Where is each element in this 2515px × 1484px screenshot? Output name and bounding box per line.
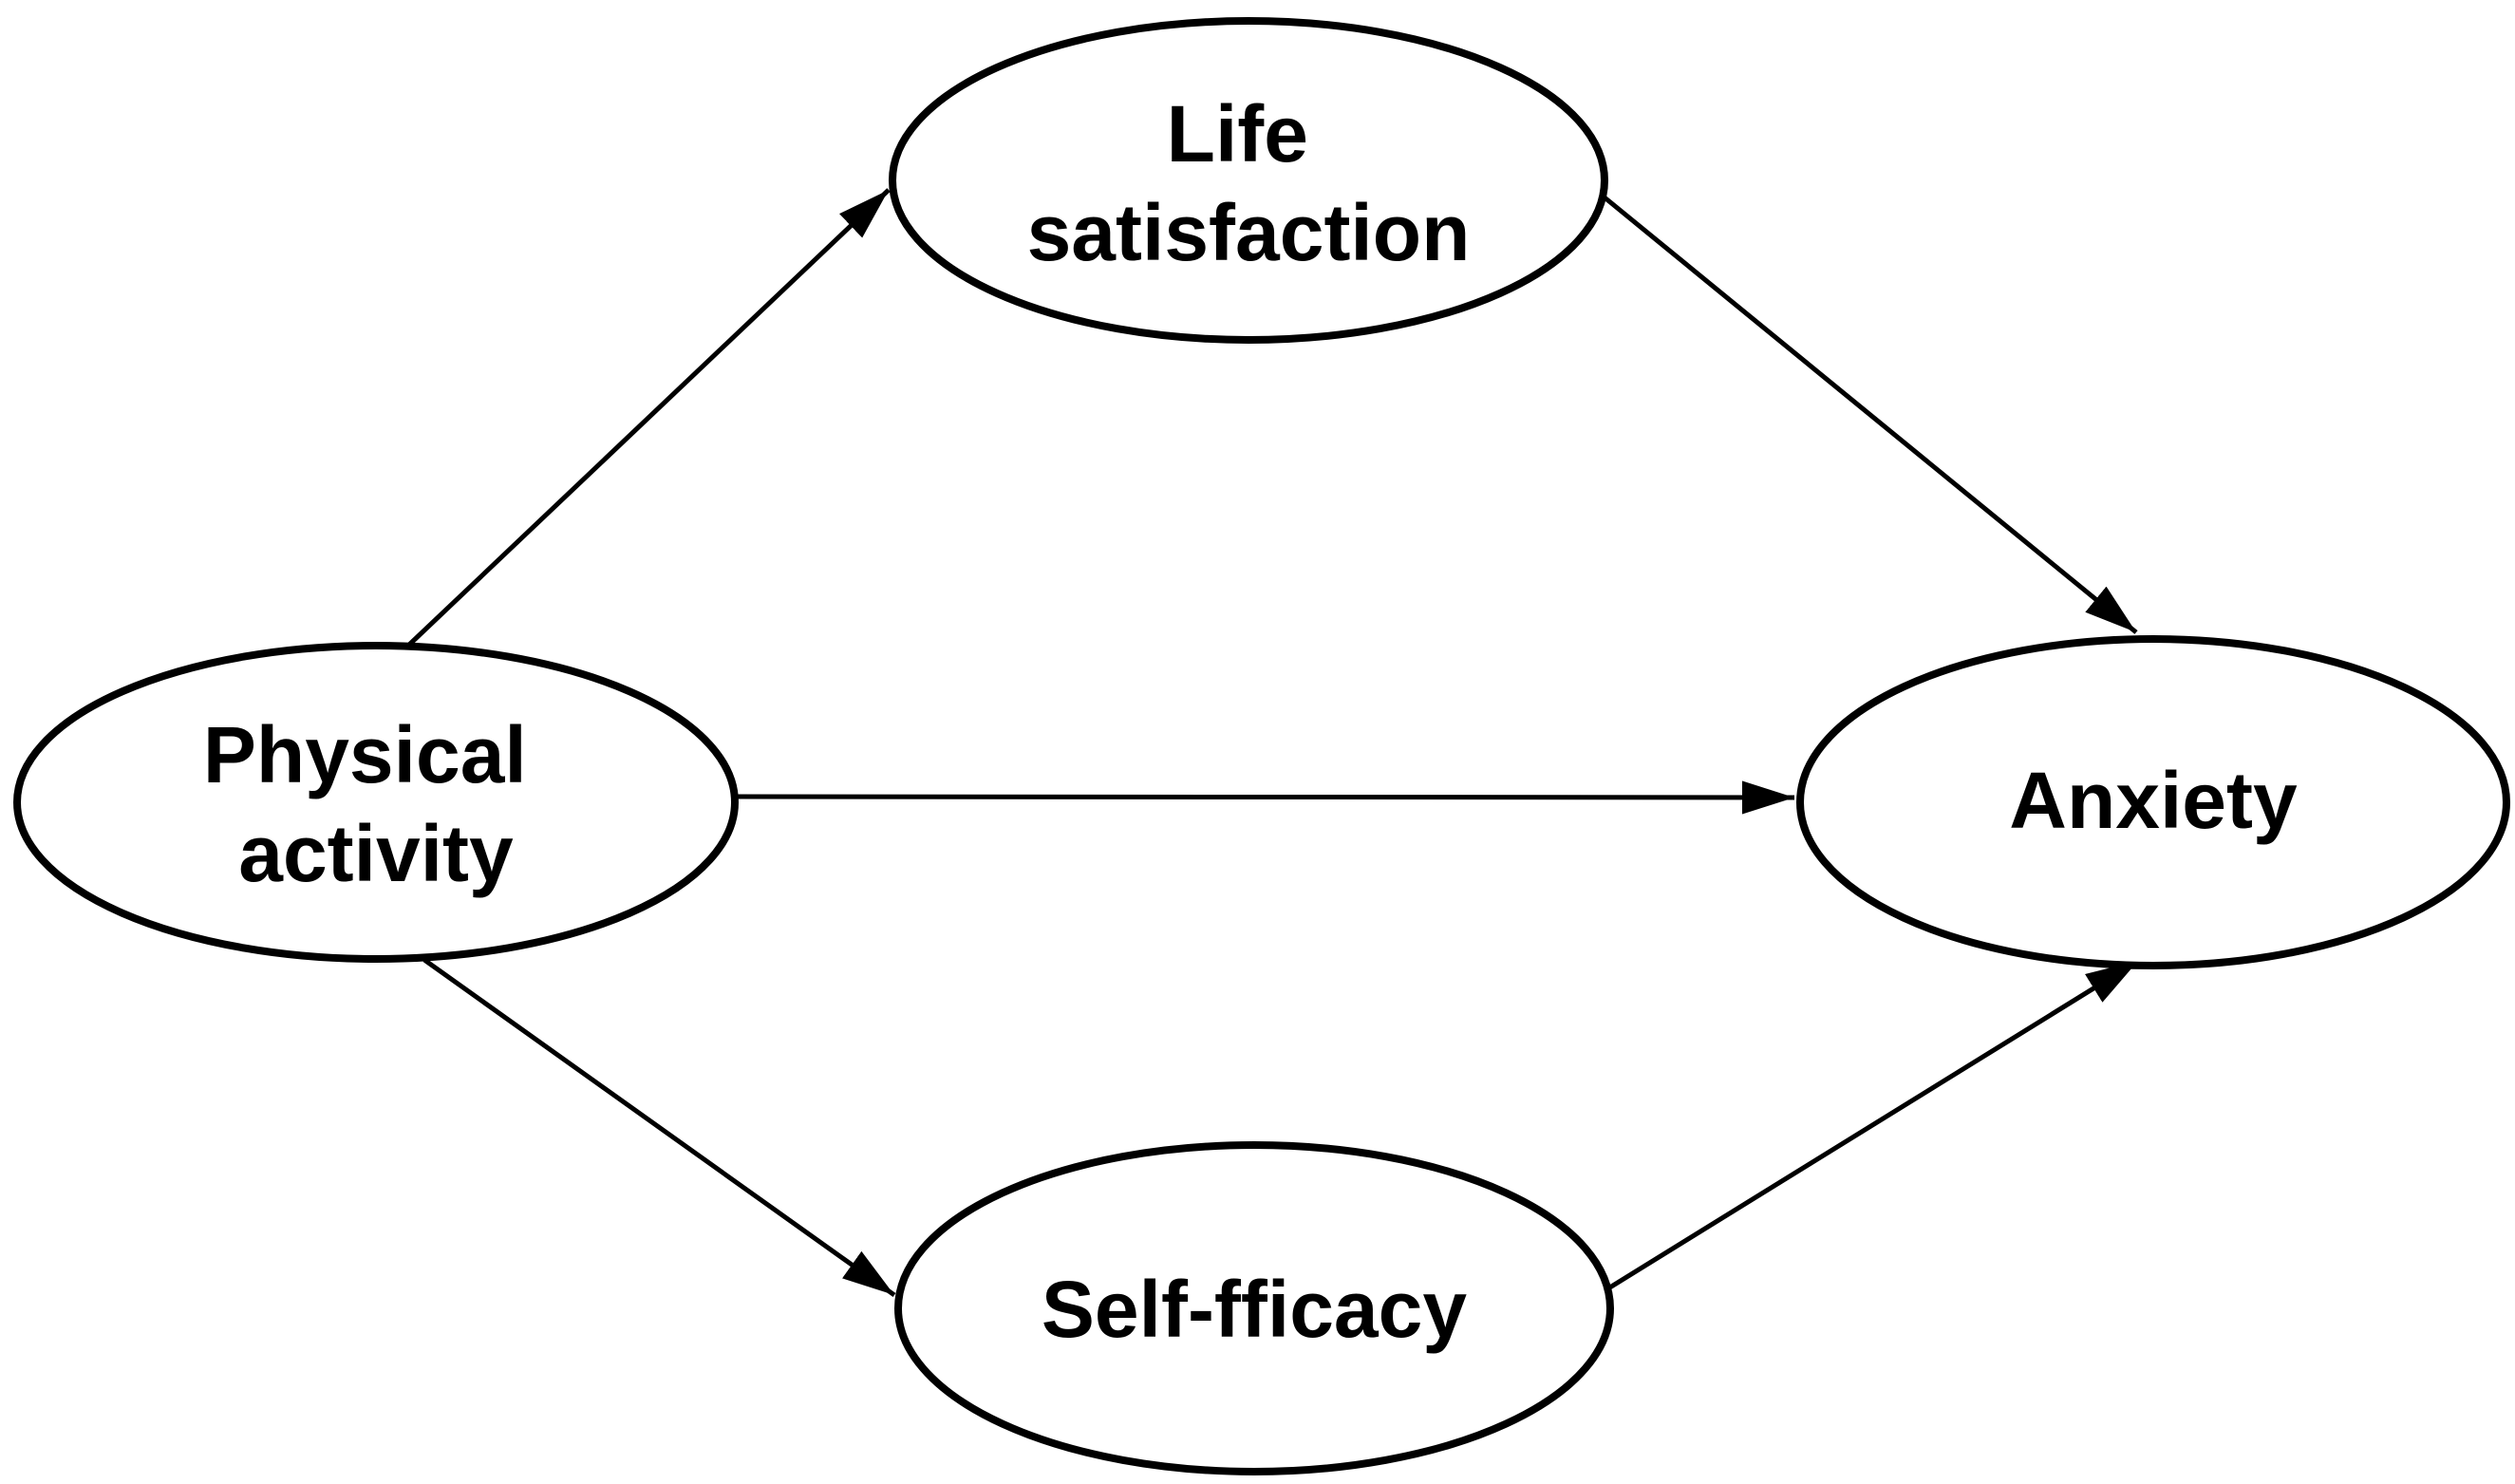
anxiety-ellipse: [1796, 635, 2510, 969]
physical-activity-ellipse: [13, 642, 739, 963]
self-efficacy-label: Self-fficacy: [1042, 1265, 1467, 1354]
life-satisfaction-label: Life satisfaction: [1027, 89, 1471, 277]
node-anxiety: Anxiety: [1796, 635, 2510, 969]
anxiety-label: Anxiety: [2009, 756, 2298, 845]
node-self-efficacy: Self-fficacy: [894, 1141, 1614, 1475]
arrow-physical-activity-to-anxiety: [732, 780, 1795, 815]
physical-activity-label-line2: activity: [238, 809, 514, 898]
node-physical-activity: Physical activity: [13, 642, 739, 963]
life-satisfaction-label-line2: satisfaction: [1027, 188, 1471, 277]
arrow-self-efficacy-to-anxiety: [1606, 958, 2140, 1291]
physical-activity-label-line1: Physical: [203, 710, 527, 799]
life-satisfaction-ellipse: [889, 17, 1608, 344]
arrow-physical-activity-to-life-satisfaction: [407, 188, 891, 647]
physical-activity-label: Physical activity: [203, 710, 549, 898]
arrow-physical-activity-to-self-efficacy: [422, 957, 896, 1298]
arrow-life-satisfaction-to-anxiety: [1603, 196, 2138, 634]
self-efficacy-ellipse: [894, 1141, 1614, 1475]
edges: [407, 188, 2140, 1298]
life-satisfaction-label-line1: Life: [1167, 89, 1308, 178]
node-life-satisfaction: Life satisfaction: [889, 17, 1608, 344]
